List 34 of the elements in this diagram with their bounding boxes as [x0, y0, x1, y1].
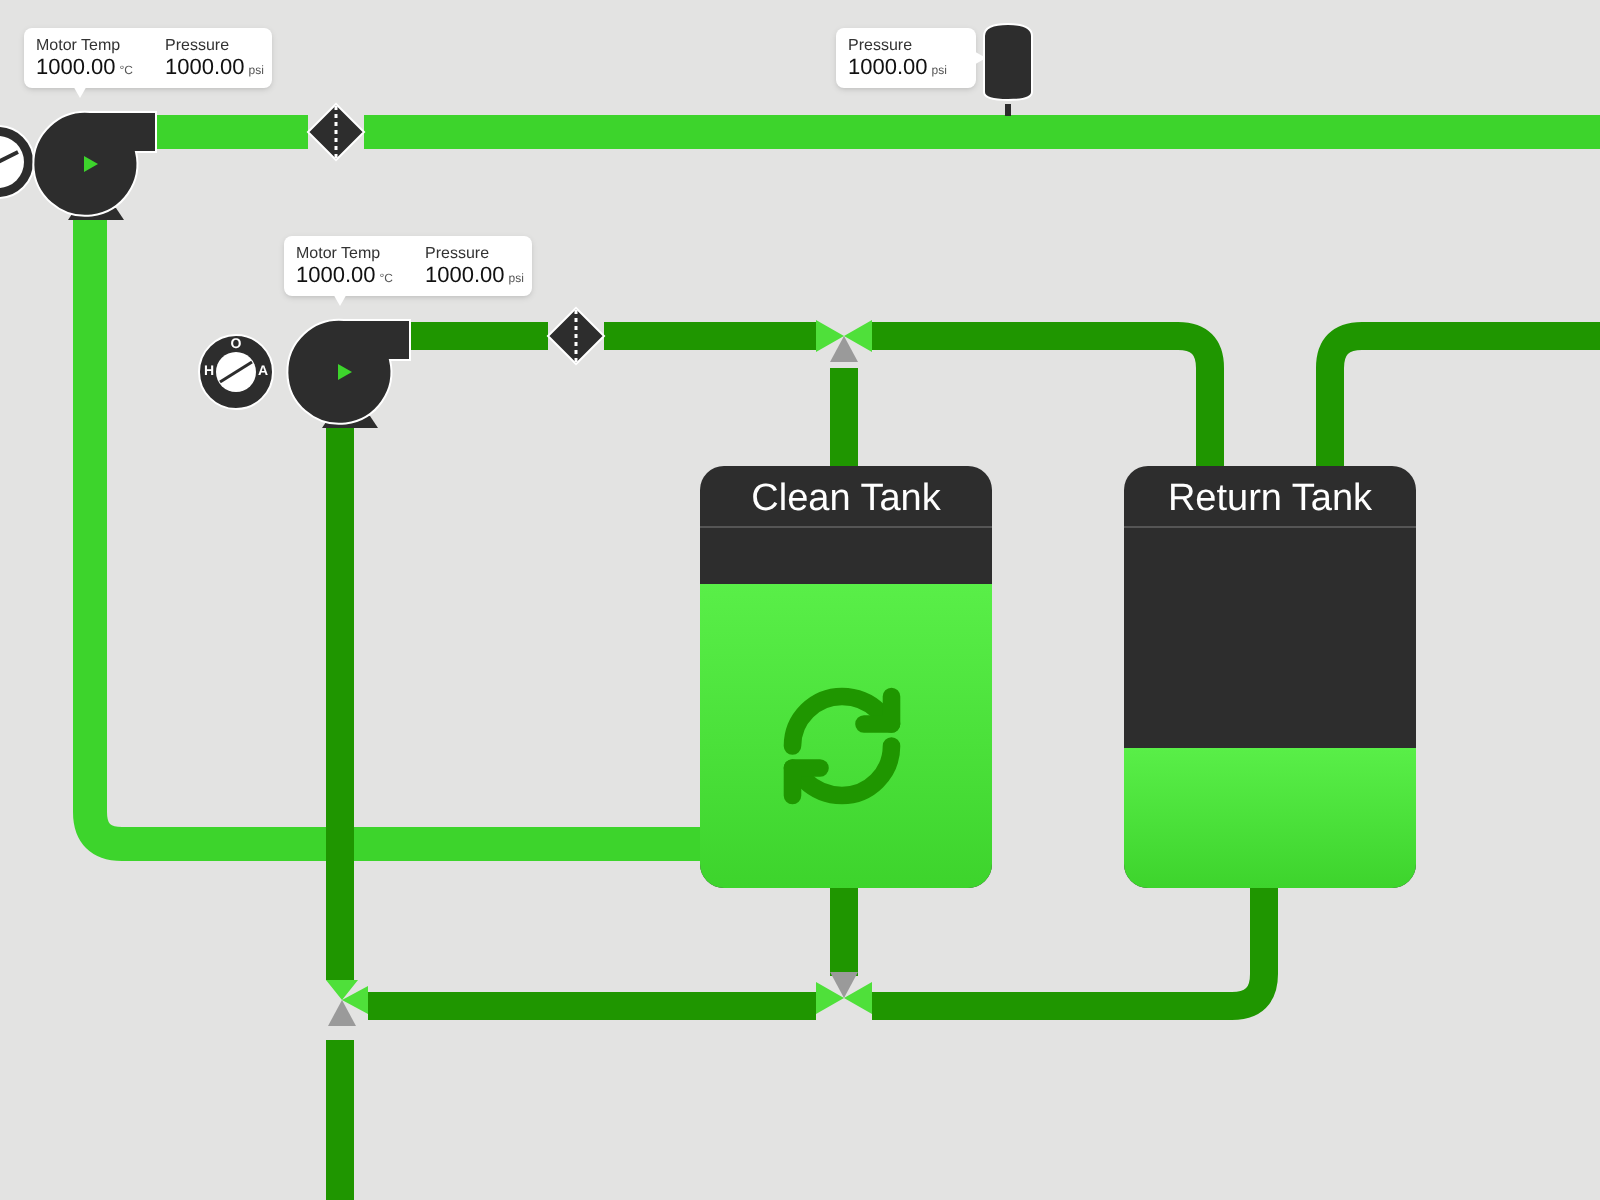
pipe	[830, 888, 858, 976]
pipe	[364, 115, 1600, 149]
pressure-tank-symbol	[980, 24, 1036, 104]
pipe	[73, 220, 700, 861]
gate-valve-symbol	[308, 104, 364, 160]
readout-value: 1000.00	[425, 265, 505, 287]
pipe	[1005, 104, 1011, 116]
readout-label: Motor Temp	[296, 245, 383, 261]
pipe	[326, 428, 354, 980]
tank-title: Return Tank	[1165, 476, 1375, 524]
pipe	[368, 992, 816, 1020]
readout-value: 1000.00	[165, 57, 245, 79]
readout-label: Pressure	[425, 245, 492, 261]
pipe	[326, 1040, 354, 1200]
pump-symbol	[290, 316, 410, 428]
pipe	[156, 115, 308, 149]
pipe	[410, 322, 548, 350]
readout-value: 1000.00	[848, 57, 928, 79]
tank	[1124, 466, 1416, 888]
pipe	[1316, 322, 1600, 466]
three-way-valve-symbol	[816, 316, 872, 368]
pipe	[830, 368, 858, 466]
pipe	[872, 322, 1224, 466]
tank	[700, 466, 992, 888]
readout-label: Motor Temp	[36, 37, 123, 53]
pipe	[872, 888, 1278, 1020]
pipe	[604, 322, 816, 350]
tank-title: Clean Tank	[749, 476, 943, 524]
readout-label: Pressure	[165, 37, 232, 53]
readout-label: Pressure	[848, 37, 915, 53]
readout-value: 1000.00	[296, 265, 376, 287]
gate-valve-symbol	[548, 308, 604, 364]
selector-switch	[198, 334, 274, 410]
readout-value: 1000.00	[36, 57, 116, 79]
